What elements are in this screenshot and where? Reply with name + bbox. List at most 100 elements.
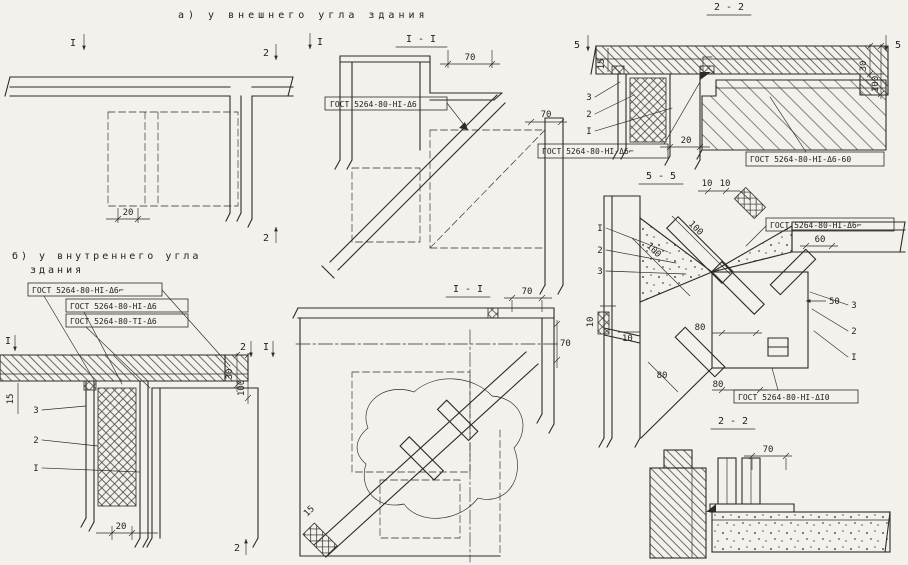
- gost-callout: ГОСТ 5264-80-ТІ-Δ6: [70, 317, 157, 326]
- horizontal-panel: [711, 511, 891, 553]
- dim-70: 70: [541, 110, 552, 120]
- cut-mark-2: 2: [240, 342, 246, 353]
- dim-100: 100: [237, 380, 247, 396]
- perpendicular-panel-outline: [146, 354, 259, 548]
- wall-band-outline: [4, 76, 294, 97]
- concrete-gusset-left: [639, 216, 714, 303]
- diagonal-strut: [313, 351, 539, 558]
- panel-top-step: [663, 449, 693, 469]
- weld-flag: [702, 56, 713, 71]
- cut-mark-2: 2: [263, 233, 269, 244]
- dim-70: 70: [522, 287, 533, 297]
- dim-60: 60: [815, 235, 826, 245]
- dim-lines-70-right: [525, 118, 567, 126]
- dim-70: 70: [465, 53, 476, 63]
- cut-mark-I: I: [70, 38, 76, 49]
- dim-15: 15: [6, 394, 16, 405]
- view-internal-corner-detail: б) у внутреннего угла здания ГОСТ 5264-8…: [0, 250, 275, 555]
- plate: [665, 215, 735, 285]
- gost-callout-box: [27, 282, 163, 297]
- dim-lines-80b: [647, 361, 679, 393]
- title-external-corner: а) у внешнего угла здания: [178, 10, 429, 21]
- weld-symbol: [706, 504, 716, 512]
- callout-2: 2: [33, 436, 38, 446]
- hidden-lower-outline: [351, 167, 421, 243]
- top-right-band-outline: [791, 221, 906, 253]
- sealant-left: [611, 65, 625, 75]
- dim-20: 20: [116, 522, 127, 532]
- view-section-1-1-internal: I - I 70 70 15: [292, 284, 571, 563]
- dim-lines-70-top: [440, 50, 500, 68]
- hidden-square-outline: [429, 129, 546, 249]
- dim-lines-60: [800, 242, 838, 250]
- sealant-block: [733, 186, 767, 220]
- gost-callout: ГОСТ 5264-80-НІ-Δ6⌐: [770, 221, 862, 230]
- callout-1: I: [33, 464, 38, 474]
- view-section-5-5: 5 - 5 10 10 100 100 60 50 80 80 80 10 10…: [586, 171, 906, 448]
- shelf-lines: [709, 503, 795, 513]
- plate: [399, 436, 444, 481]
- dim-lines-80a: [712, 329, 762, 337]
- gost-leader: [745, 225, 767, 247]
- hatched-panel-band: [0, 354, 249, 382]
- corner-tie-line: [640, 367, 713, 439]
- strut-plate: [436, 399, 479, 442]
- sealant-left-band: [597, 311, 610, 335]
- cut-mark-I: I: [317, 37, 323, 48]
- section-label-1-1: I - I: [453, 284, 483, 295]
- dim-lines-20: [96, 526, 158, 540]
- weld-symbol: [459, 122, 468, 130]
- panel-break: [696, 149, 703, 160]
- strut-plate: [399, 436, 444, 481]
- cut-mark-I: I: [263, 342, 269, 353]
- gost-callout-box: [765, 217, 895, 232]
- callout-leaders-left: [605, 227, 687, 275]
- gost-callout-box: [733, 389, 859, 404]
- band-break-line: [590, 45, 597, 75]
- title-internal-corner-line2: здания: [30, 265, 84, 276]
- dim-lines-step: [233, 351, 252, 404]
- callout-leaders: [41, 405, 141, 473]
- dim-lines-20: [106, 208, 150, 223]
- end-plate: [302, 522, 338, 558]
- hidden-lines: [351, 371, 501, 557]
- center-lines: [295, 329, 561, 563]
- dim-100: 100: [871, 76, 881, 92]
- callout-2: 2: [586, 110, 591, 120]
- section-label-5-5: 5 - 5: [646, 171, 676, 182]
- callout-leaders: [594, 81, 673, 132]
- strut-end-plate: [302, 522, 338, 558]
- plate: [436, 399, 479, 442]
- gost-leaders: [43, 289, 231, 389]
- diagonal-plate: [769, 248, 817, 296]
- dim-100: 100: [686, 219, 705, 238]
- callout-3: 3: [597, 267, 602, 277]
- ledge-outline: [429, 92, 503, 101]
- callout-1: I: [586, 127, 591, 137]
- right-band-outline: [539, 117, 564, 295]
- dim-20: 20: [123, 208, 134, 218]
- plate: [769, 248, 817, 296]
- callout-1: I: [597, 224, 602, 234]
- gost-leader: [663, 81, 701, 145]
- outer-leaf-lines: [80, 380, 95, 532]
- diagonal-plate: [674, 326, 726, 378]
- joint-sealant: [487, 307, 499, 319]
- dim-10: 10: [586, 317, 596, 328]
- jamb-inner-lines: [726, 457, 752, 505]
- view-section-1-1-external: I I - I 70 ГОСТ 5264-80-НІ-Δ6 70: [308, 33, 567, 295]
- callout-leaders-right: [809, 291, 849, 358]
- diagonal-plate: [665, 215, 735, 285]
- dim-30: 30: [859, 61, 869, 72]
- dim-lines-100: [631, 215, 731, 297]
- hidden-panel-outline: [107, 111, 239, 207]
- view-plan-external-corner: 20 I 2 2: [4, 34, 294, 244]
- dim-15: 15: [597, 59, 607, 70]
- cut-mark-2: 2: [263, 48, 269, 59]
- cut-mark-2: 2: [234, 543, 240, 554]
- gost-callout-box: [537, 143, 669, 159]
- dim-20: 20: [681, 136, 692, 146]
- dim-lines-10-left: [600, 305, 640, 333]
- perpendicular-panel-outline: [225, 95, 253, 228]
